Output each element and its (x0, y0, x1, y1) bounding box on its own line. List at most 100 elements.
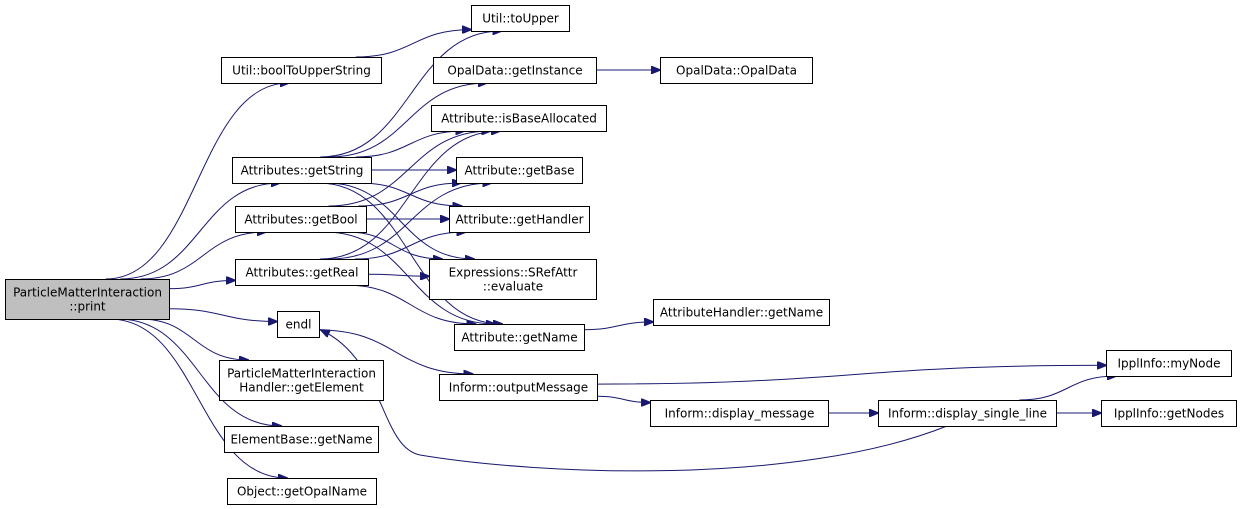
graph-node-endl[interactable]: endl (277, 311, 320, 338)
graph-edge-attr-getname-to-attrhandler-getname (583, 322, 653, 331)
graph-node-elementbase-getname[interactable]: ElementBase::getName (224, 426, 379, 453)
node-label: AttributeHandler::getName (660, 306, 823, 320)
node-box (653, 299, 830, 326)
node-box (235, 206, 367, 233)
graph-edge-pmi-print-to-attrs-getreal (168, 280, 235, 290)
node-label: ::evaluate (483, 280, 543, 294)
graph-edge-util-booltoupperstring-to-util-toupper (355, 30, 471, 58)
node-box (277, 311, 320, 338)
node-label: Attribute::getHandler (455, 213, 583, 227)
node-label: Util::boolToUpperString (232, 64, 371, 78)
graph-node-attrs-getbool[interactable]: Attributes::getBool (235, 206, 367, 233)
graph-edge-inform-display-single-line-to-ipplinfo-mynode (1019, 376, 1116, 401)
node-box (431, 105, 607, 132)
graph-edge-endl-to-inform-outputmessage (318, 329, 473, 374)
node-label: Attribute::isBaseAllocated (441, 112, 597, 126)
graph-edge-attrs-getbool-to-expr-srefattr-evaluate (346, 231, 441, 259)
graph-node-pmi-print[interactable]: ParticleMatterInteraction::print (5, 279, 170, 320)
node-label: Attributes::getString (241, 164, 364, 178)
node-box (227, 478, 377, 505)
node-box (449, 206, 590, 233)
node-box (660, 57, 813, 84)
node-box (221, 57, 382, 84)
node-box (650, 400, 829, 427)
node-label: OpalData::OpalData (676, 64, 797, 78)
graph-edge-pmi-print-to-util-booltoupperstring (105, 83, 289, 280)
graph-node-attr-isbaseallocated[interactable]: Attribute::isBaseAllocated (431, 105, 607, 132)
node-label: OpalData::getInstance (447, 64, 582, 78)
graph-node-object-getopalname[interactable]: Object::getOpalName (227, 478, 377, 505)
node-box (232, 157, 372, 184)
graph-edge-inform-display-single-line-to-endl (321, 330, 948, 472)
graph-edge-inform-outputmessage-to-inform-display-message (596, 395, 650, 402)
graph-edge-inform-outputmessage-to-ipplinfo-mynode (596, 365, 1106, 385)
edges-layer (105, 30, 1116, 478)
graph-edge-pmi-print-to-attrs-getbool (140, 232, 265, 280)
graph-node-expr-srefattr-evaluate[interactable]: Expressions::SRefAttr::evaluate (429, 259, 597, 300)
graph-node-attr-gethandler[interactable]: Attribute::getHandler (449, 206, 590, 233)
node-label: Attribute::getBase (465, 164, 575, 178)
node-box (235, 259, 369, 286)
node-label: ParticleMatterInteraction (227, 367, 376, 381)
graph-node-attrs-getstring[interactable]: Attributes::getString (232, 157, 372, 184)
graph-node-opaldata-getinstance[interactable]: OpalData::getInstance (433, 57, 597, 84)
node-label: IpplInfo::getNodes (1114, 407, 1224, 421)
graph-edge-attrs-getreal-to-attr-isbaseallocated (319, 131, 500, 260)
graph-node-util-booltoupperstring[interactable]: Util::boolToUpperString (221, 57, 382, 84)
graph-edge-attrs-getreal-to-expr-srefattr-evaluate (367, 274, 429, 276)
graph-edge-pmi-print-to-object-getopalname (109, 318, 287, 478)
node-label: Attributes::getReal (246, 266, 359, 280)
graph-edge-attrs-getreal-to-attr-getname (344, 284, 476, 324)
node-label: ParticleMatterInteraction (13, 286, 162, 300)
graph-edge-attrs-getreal-to-attr-gethandler (354, 232, 466, 260)
graph-edge-attrs-getreal-to-attr-getbase (329, 183, 491, 260)
graph-node-attrhandler-getname[interactable]: AttributeHandler::getName (653, 299, 830, 326)
nodes-layer: ParticleMatterInteraction::print Util::bo… (5, 5, 1237, 505)
graph-edge-attrs-getstring-to-attr-isbaseallocated (355, 131, 465, 158)
node-box (1106, 350, 1232, 377)
node-box (456, 157, 583, 184)
node-box (454, 324, 585, 351)
node-label: Expressions::SRefAttr (449, 266, 578, 280)
node-label: IpplInfo::myNode (1117, 357, 1220, 371)
graph-node-inform-display-single-line[interactable]: Inform::display_single_line (878, 400, 1057, 427)
node-label: Attribute::getName (461, 331, 577, 345)
node-label: ElementBase::getName (230, 433, 372, 447)
node-box (471, 5, 570, 32)
node-label: Attributes::getBool (244, 213, 357, 227)
graph-edge-attrs-getbool-to-attr-isbaseallocated (328, 131, 491, 207)
node-box (1101, 400, 1237, 427)
node-box (5, 279, 170, 320)
graph-edge-pmi-print-to-elementbase-getname (117, 318, 282, 426)
graph-edge-attrs-getstring-to-util-toupper (320, 31, 501, 158)
node-label: Handler::getElement (239, 381, 364, 395)
graph-node-attrs-getreal[interactable]: Attributes::getReal (235, 259, 369, 286)
node-label: Object::getOpalName (237, 485, 367, 499)
graph-edge-pmi-print-to-endl (168, 308, 277, 322)
graph-node-ipplinfo-getnodes[interactable]: IpplInfo::getNodes (1101, 400, 1237, 427)
node-label: ::print (69, 300, 106, 314)
graph-edge-pmi-print-to-attrs-getstring (120, 183, 280, 280)
node-box (878, 400, 1057, 427)
graph-edge-pmi-print-to-pmih-getelement (139, 318, 248, 360)
node-box (224, 426, 379, 453)
graph-edge-attrs-getstring-to-opaldata-getinstance (329, 83, 487, 158)
node-label: endl (286, 318, 312, 332)
graph-node-attr-getname[interactable]: Attribute::getName (454, 324, 585, 351)
node-label: Util::toUpper (482, 12, 559, 26)
node-box (433, 57, 597, 84)
graph-edge-attrs-getstring-to-expr-srefattr-evaluate (326, 182, 474, 259)
graph-node-util-toupper[interactable]: Util::toUpper (471, 5, 570, 32)
graph-node-inform-display-message[interactable]: Inform::display_message (650, 400, 829, 427)
graph-node-inform-outputmessage[interactable]: Inform::outputMessage (439, 374, 598, 401)
graph-node-attr-getbase[interactable]: Attribute::getBase (456, 157, 583, 184)
node-label: Inform::display_message (665, 407, 815, 421)
graph-edge-attrs-getbool-to-attr-getname (324, 231, 495, 324)
graph-node-opaldata-opaldata[interactable]: OpalData::OpalData (660, 57, 813, 84)
graph-node-ipplinfo-mynode[interactable]: IpplInfo::myNode (1106, 350, 1232, 377)
graph-node-pmih-getelement[interactable]: ParticleMatterInteractionHandler::getEle… (219, 360, 384, 401)
node-box (429, 259, 597, 300)
node-box (439, 374, 598, 401)
node-label: Inform::outputMessage (449, 381, 588, 395)
